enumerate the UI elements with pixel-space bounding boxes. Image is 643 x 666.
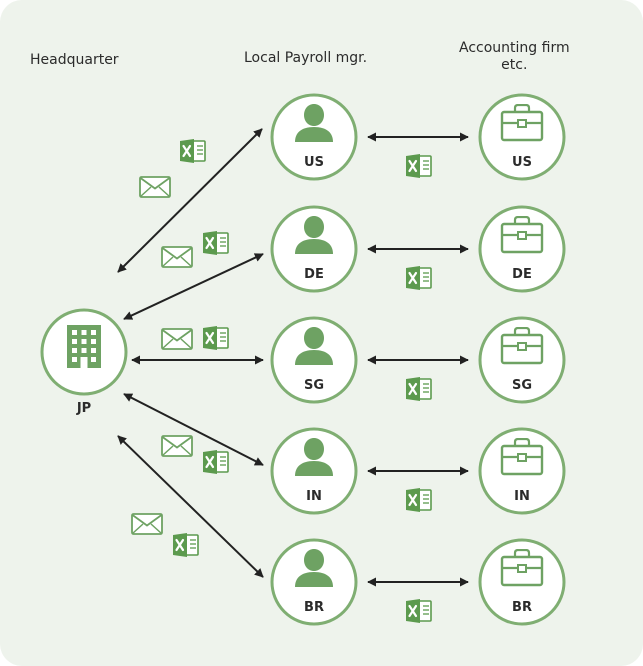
manager-label-us: US [304,155,324,170]
envelope-icon [161,328,193,350]
hq-node [40,308,128,396]
accounting-node-sg: SG [478,316,566,404]
accounting-firm-header: Accounting firm etc. [459,40,570,74]
hq-manager-arrow-de [123,253,264,320]
accounting-label-in: IN [514,489,530,504]
manager-label-in: IN [306,489,322,504]
manager-node-br: BR [270,538,358,626]
accounting-label-sg: SG [512,378,532,393]
accounting-firm-header-line2: etc. [501,57,528,73]
manager-node-sg: SG [270,316,358,404]
accounting-node-de: DE [478,205,566,293]
office-building-icon [67,325,101,368]
accounting-node-br: BR [478,538,566,626]
accounting-label-de: DE [512,267,532,282]
manager-node-de: DE [270,205,358,293]
excel-file-icon [201,449,230,475]
excel-file-icon [404,153,433,179]
country-rows: US US DE DE SG SG IN IN BR BR [270,93,566,626]
excel-file-icon [404,487,433,513]
excel-file-icon [178,138,207,164]
envelope-icon [161,246,193,268]
hq-to-managers-arrows [117,128,264,578]
manager-label-br: BR [304,600,324,615]
local-payroll-header: Local Payroll mgr. [244,50,368,66]
excel-file-icon [404,376,433,402]
hq-label: JP [76,401,91,416]
manager-node-in: IN [270,427,358,515]
excel-file-icon [201,325,230,351]
accounting-label-br: BR [512,600,532,615]
manager-label-de: DE [304,267,324,282]
excel-file-icon [171,532,200,558]
accounting-node-in: IN [478,427,566,515]
hq-manager-arrow-br [117,435,264,578]
headquarter-header: Headquarter [30,52,119,68]
excel-file-icon [201,230,230,256]
country-row-de: DE DE [270,205,566,293]
excel-file-icon [404,265,433,291]
envelope-icon [161,435,193,457]
manager-node-us: US [270,93,358,181]
accounting-label-us: US [512,155,532,170]
manager-label-sg: SG [304,378,324,393]
envelope-icon [139,176,171,198]
envelope-icon [131,513,163,535]
country-row-br: BR BR [270,538,566,626]
hq-manager-arrow-us [117,128,263,273]
accounting-node-us: US [478,93,566,181]
country-row-sg: SG SG [270,316,566,404]
excel-file-icon [404,598,433,624]
accounting-firm-header-line1: Accounting firm [459,40,570,56]
country-row-in: IN IN [270,427,566,515]
country-row-us: US US [270,93,566,181]
